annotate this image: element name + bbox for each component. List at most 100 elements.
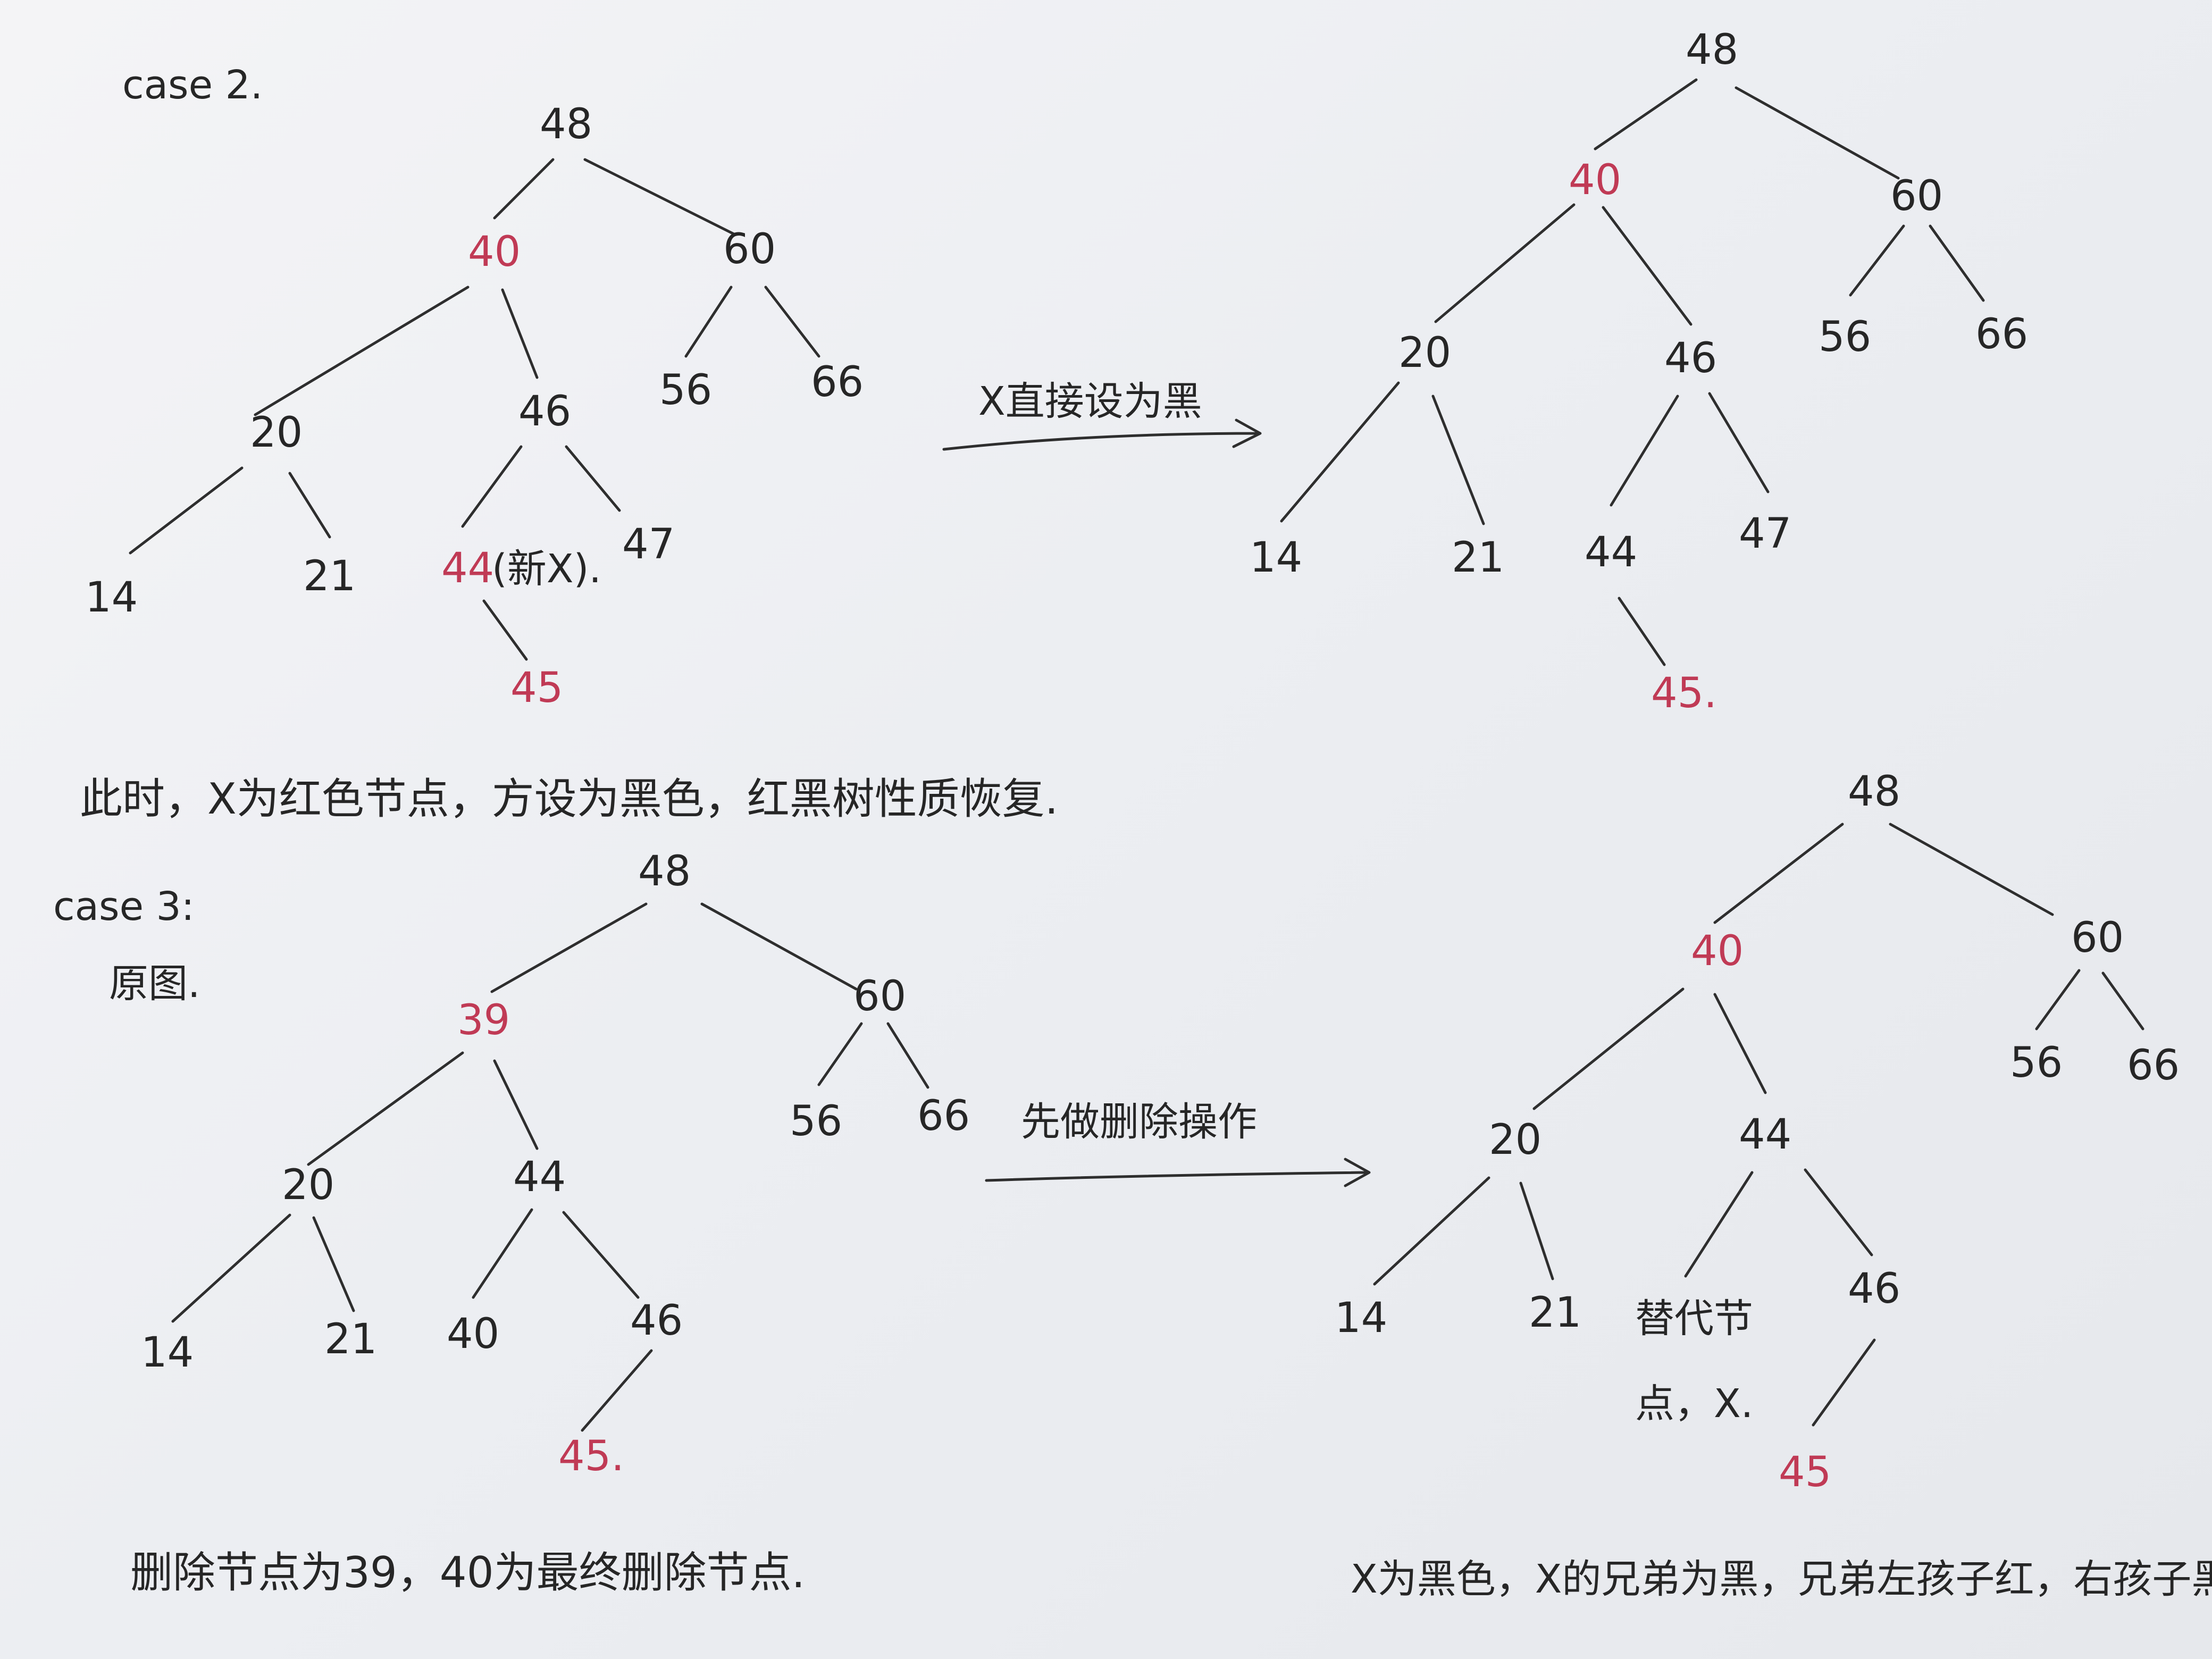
edge [312,1216,355,1312]
edge [886,1022,929,1089]
case2-after-node-48: 48 [1686,26,1738,74]
edge [1594,78,1698,150]
case2-after-tree: 48 40 60 20 46 56 66 14 21 44 47 45. [1250,26,2028,717]
edge [2101,971,2144,1030]
case2-arrow-label: X直接设为黑 [978,379,1202,424]
case2-after-node-46: 46 [1664,334,1717,382]
case2-before-node-66: 66 [811,358,864,406]
case3-before-node-40: 40 [447,1310,499,1358]
edge [1431,395,1485,525]
case2-before-edges [129,158,820,661]
case2-before-node-45: 45 [510,664,563,712]
case2-after-edges [1280,78,1985,666]
arrow-right-icon [985,1158,1371,1187]
edge [2035,969,2081,1030]
case3-caption-right: X为黑色，X的兄弟为黑，兄弟左孩子红，右孩子黑， [1351,1556,2212,1602]
edge [1804,1168,1873,1256]
edge [1373,1176,1490,1286]
edge [1849,224,1905,297]
edge [1713,993,1767,1094]
case3-after-edges [1373,823,2144,1427]
case3-before-node-21: 21 [324,1316,377,1363]
edge [1519,1182,1554,1280]
case2-before-node-56: 56 [659,366,712,414]
case2-before-node-44: 44 [441,544,494,592]
edge [1713,823,1844,924]
case2-caption: 此时，X为红色节点，方设为黑色，红黑树性质恢复. [80,774,1058,824]
case3-after-node-21: 21 [1529,1289,1581,1337]
case2-before-node-40: 40 [468,228,521,276]
case3-after-node-48: 48 [1848,768,1900,816]
case3-after-node-44: 44 [1739,1111,1791,1159]
case3-before-node-66: 66 [917,1092,970,1140]
edge [493,1059,539,1150]
edge [307,1051,464,1166]
case2-after-node-66: 66 [1975,311,2028,358]
case3-before-node-45: 45. [558,1432,624,1480]
edge [764,286,820,358]
case3-before-edges [171,902,929,1432]
case2-title: case 2. [122,62,263,108]
case2-after-node-60: 60 [1890,172,1943,220]
case3-before-tree: 48 39 60 20 44 56 66 14 21 40 46 45. [141,848,970,1480]
case3-after-node-56: 56 [2010,1039,2063,1087]
case2-after-node-45: 45. [1651,669,1717,717]
case2-before-node-14: 14 [85,574,138,622]
case3-after-node-66: 66 [2127,1042,2180,1090]
case2-before-node-48: 48 [540,100,592,148]
edge [1889,823,2054,916]
edge [1929,224,1985,302]
edge [472,1208,533,1299]
edge [1434,203,1576,323]
case3-before-node-48: 48 [638,848,691,895]
edge [1280,381,1400,523]
edge [581,1349,653,1432]
case3-replace-note-line1: 替代节 [1635,1296,1753,1342]
edge [583,158,735,236]
case3-before-node-39: 39 [457,996,510,1044]
case3-before-node-20: 20 [282,1161,334,1209]
case2-before-tree: 48 40 60 20 46 56 66 14 21 44 (新X). 47 4… [85,100,864,712]
case3-arrow-label: 先做删除操作 [1021,1099,1257,1145]
edge [1618,597,1666,666]
case3-before-node-56: 56 [790,1097,842,1145]
case3-before-node-46: 46 [630,1297,683,1345]
case3-after-node-60: 60 [2071,914,2124,962]
edge [1735,86,1900,180]
edge [482,599,528,661]
case3-arrow: 先做删除操作 [985,1099,1371,1187]
case3-before-node-14: 14 [141,1329,194,1377]
case2-before-node-21: 21 [303,552,356,600]
case2-before-node-46: 46 [518,388,571,435]
edge [288,472,331,539]
case2-after-node-14: 14 [1250,534,1302,582]
case3-before-node-60: 60 [853,973,906,1020]
edge [684,286,733,358]
case3-after-node-20: 20 [1489,1116,1541,1164]
edge [700,902,858,991]
case3-replace-note-line2: 点，X. [1635,1381,1753,1427]
edge [1684,1171,1754,1278]
case3-after-node-40: 40 [1691,927,1744,975]
case3-before-node-44: 44 [513,1153,566,1201]
case2-after-node-21: 21 [1452,534,1504,582]
case3-caption-left: 删除节点为39，40为最终删除节点. [130,1548,805,1597]
edge [1532,987,1685,1110]
edge [501,288,539,379]
case2-after-node-44: 44 [1585,529,1637,576]
edge [565,445,621,512]
case3-after-tree: 48 40 60 20 44 56 66 14 21 46 45 替代节 点，X… [1335,768,2180,1496]
case3-subtitle: 原图. [109,961,200,1007]
case3-after-node-45: 45 [1779,1448,1831,1496]
edge [1610,395,1679,507]
edge [817,1022,863,1086]
edge [1812,1338,1876,1427]
case2-before-node-60: 60 [723,225,776,273]
case2-new-x-note: (新X). [492,546,601,592]
edge [490,902,648,993]
case2-after-node-47: 47 [1739,510,1791,558]
case2-after-node-20: 20 [1398,329,1451,377]
edge [1602,206,1692,326]
case2-before-node-47: 47 [622,521,675,568]
